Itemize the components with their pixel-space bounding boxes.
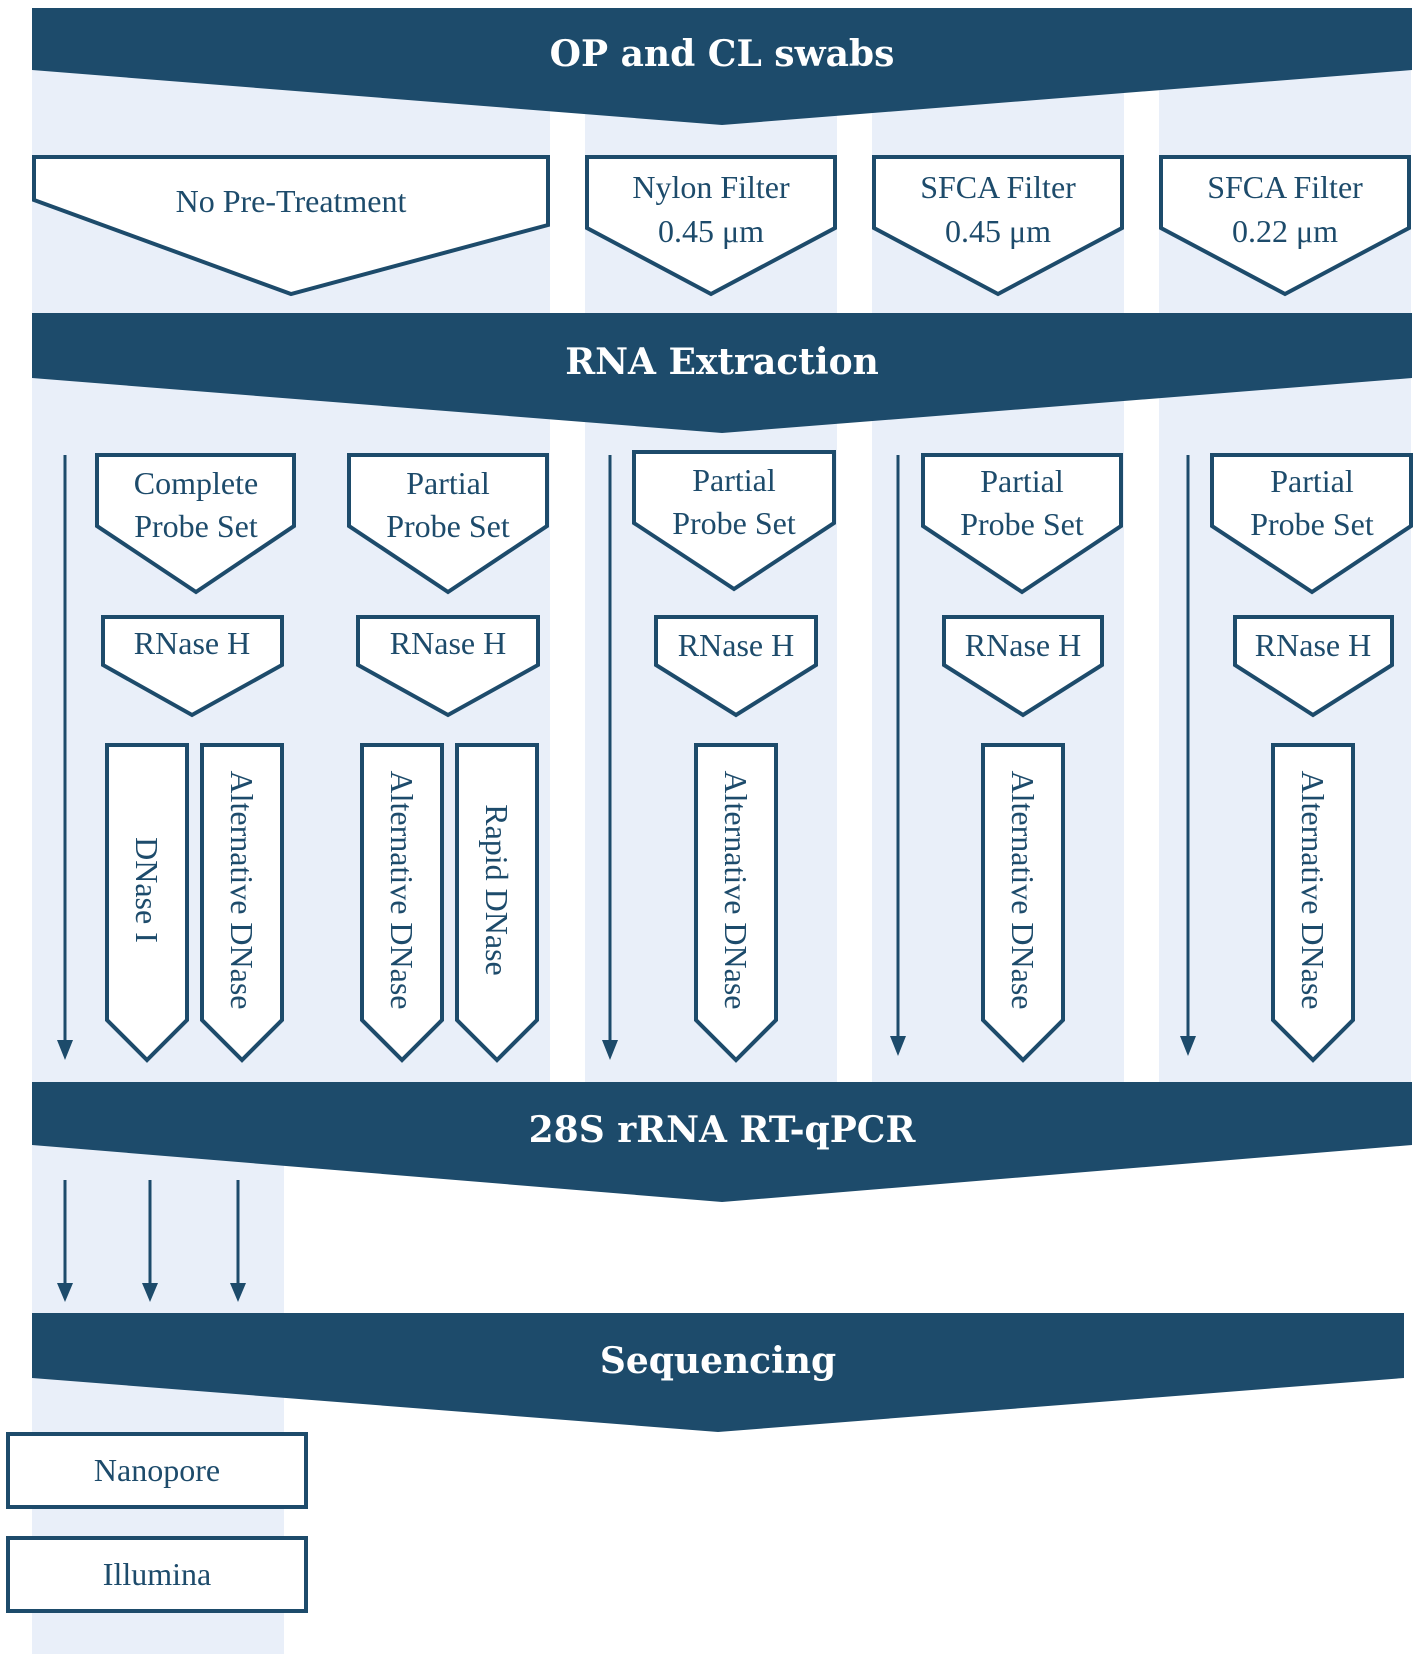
probe-2-line2: Probe Set bbox=[386, 508, 510, 544]
seq-arrow-1-head bbox=[57, 1283, 73, 1302]
illumina-box bbox=[6, 1536, 308, 1613]
rapid-dnase-box bbox=[455, 743, 539, 1063]
dnase-3-label: Alternative DNase bbox=[384, 770, 420, 1009]
dnase-6-label: Alternative DNase bbox=[1005, 770, 1041, 1009]
alt-dnase-box-2 bbox=[360, 743, 444, 1063]
rnase-1 bbox=[101, 615, 284, 718]
seq-arrow-3-head bbox=[230, 1283, 246, 1302]
probe-partial-1 bbox=[347, 453, 549, 595]
banner-swabs-label: OP and CL swabs bbox=[550, 33, 895, 75]
alt-dnase-box-1 bbox=[200, 743, 284, 1063]
bypass-arrow-1-head bbox=[57, 1040, 73, 1060]
pretreatment-sfca-045-line1: SFCA Filter bbox=[920, 169, 1076, 205]
banner-sequencing bbox=[32, 1313, 1404, 1432]
pretreatment-sfca-022-line2: 0.22 μm bbox=[1232, 213, 1338, 249]
probe-1-line2: Probe Set bbox=[134, 508, 258, 544]
probe-5-line2: Probe Set bbox=[1250, 506, 1374, 542]
illumina-label: Illumina bbox=[103, 1556, 211, 1592]
rnase-4 bbox=[942, 615, 1104, 718]
probe-4-line2: Probe Set bbox=[960, 506, 1084, 542]
pretreatment-nylon-line2: 0.45 μm bbox=[658, 213, 764, 249]
probe-3-line2: Probe Set bbox=[672, 505, 796, 541]
probe-partial-2 bbox=[632, 450, 836, 592]
pretreatment-nylon bbox=[585, 155, 837, 297]
probe-4-line1: Partial bbox=[980, 463, 1064, 499]
banner-sequencing-label: Sequencing bbox=[600, 1340, 836, 1382]
pretreatment-sfca-022-line1: SFCA Filter bbox=[1207, 169, 1363, 205]
seq-arrow-2-head bbox=[142, 1283, 158, 1302]
dnase-2-label: Alternative DNase bbox=[224, 770, 260, 1009]
dnase-1-label: DNase I bbox=[129, 837, 165, 943]
bypass-arrow-2-head bbox=[602, 1040, 618, 1060]
banner-rtqpcr bbox=[32, 1082, 1412, 1202]
alt-dnase-box-4 bbox=[981, 743, 1065, 1063]
rnase-5-label: RNase H bbox=[1255, 627, 1371, 663]
pretreatment-sfca-045 bbox=[872, 155, 1124, 297]
nanopore-label: Nanopore bbox=[94, 1452, 220, 1488]
dnase-i-box bbox=[105, 743, 189, 1063]
alt-dnase-box-3 bbox=[694, 743, 778, 1063]
dnase-4-label: Rapid DNase bbox=[479, 804, 515, 976]
dnase-5-label: Alternative DNase bbox=[718, 770, 754, 1009]
rnase-1-label: RNase H bbox=[134, 625, 250, 661]
probe-partial-3 bbox=[921, 453, 1123, 595]
alt-dnase-box-5 bbox=[1271, 743, 1355, 1063]
probe-1-line1: Complete bbox=[134, 465, 258, 501]
probe-partial-4 bbox=[1210, 453, 1413, 595]
rnase-3-label: RNase H bbox=[678, 627, 794, 663]
rnase-2 bbox=[356, 615, 540, 718]
pretreatment-sfca-022 bbox=[1159, 155, 1411, 297]
probe-complete bbox=[95, 453, 296, 595]
probe-5-line1: Partial bbox=[1270, 463, 1354, 499]
rnase-3 bbox=[654, 615, 818, 718]
rnase-2-label: RNase H bbox=[390, 625, 506, 661]
pretreatment-no-label: No Pre-Treatment bbox=[176, 183, 407, 219]
probe-2-line1: Partial bbox=[406, 465, 490, 501]
bypass-arrow-3-head bbox=[890, 1036, 906, 1056]
probe-3-line1: Partial bbox=[692, 462, 776, 498]
rnase-5 bbox=[1233, 615, 1394, 718]
pretreatment-no bbox=[32, 155, 550, 297]
banner-extraction bbox=[32, 313, 1412, 433]
banner-swabs bbox=[32, 8, 1412, 125]
pretreatment-nylon-line1: Nylon Filter bbox=[632, 169, 790, 205]
rnase-4-label: RNase H bbox=[965, 627, 1081, 663]
bypass-arrow-4-head bbox=[1180, 1036, 1196, 1056]
dnase-7-label: Alternative DNase bbox=[1295, 770, 1331, 1009]
nanopore-box bbox=[6, 1432, 308, 1509]
banner-extraction-label: RNA Extraction bbox=[565, 341, 879, 383]
pretreatment-sfca-045-line2: 0.45 μm bbox=[945, 213, 1051, 249]
banner-rtqpcr-label: 28S rRNA RT-qPCR bbox=[529, 1109, 917, 1151]
